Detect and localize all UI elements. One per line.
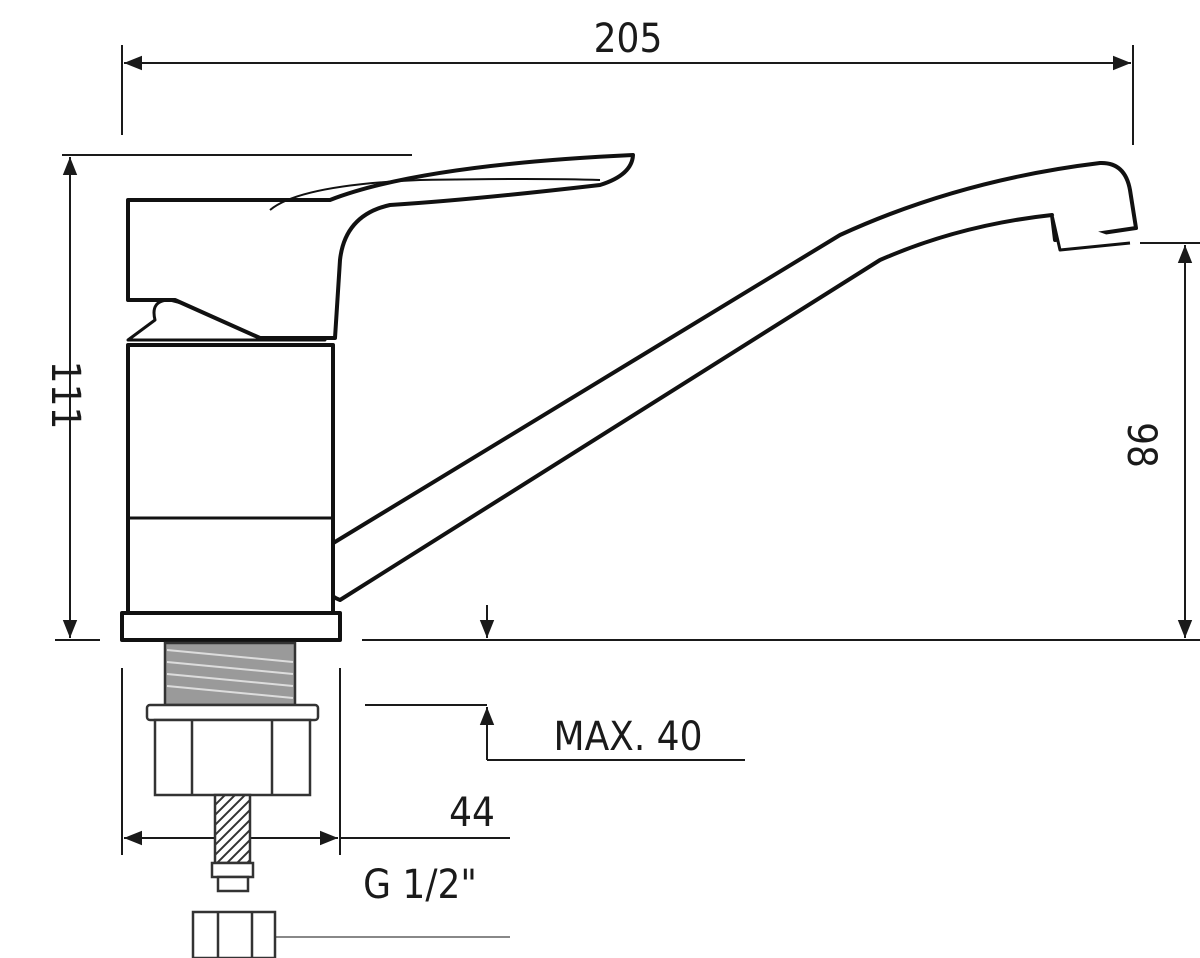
braided-hose [213,793,252,865]
nut-flange [145,703,320,722]
spout [320,160,1138,602]
dimension-lines [55,45,1200,938]
dim-base-diameter-label: 44 [449,790,495,836]
dim-height-label: 111 [42,361,88,430]
dim-max-thickness-label: MAX. 40 [554,714,703,760]
threaded-shank [163,641,297,707]
dim-length-label: 205 [594,16,663,62]
base-plate [120,611,342,642]
thread-size-label: G 1/2" [363,862,477,908]
dim-spout-height-label: 98 [1118,422,1164,468]
hex-nut [153,718,312,797]
mounting-hardware [145,641,320,958]
body-cylinder [126,343,335,617]
faucet-body [120,153,1138,642]
hose-nut [191,910,277,958]
